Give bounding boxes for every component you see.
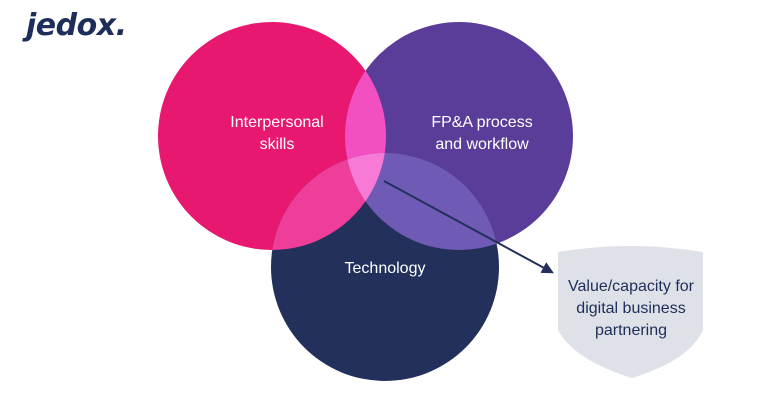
outcome-shield-shape xyxy=(558,246,703,378)
outcome-arrow-line xyxy=(383,180,547,270)
interpersonal-skills-label: Interpersonal skills xyxy=(230,114,324,153)
outcome-label: Value/capacity for digital business part… xyxy=(568,278,694,339)
fpa-process-label: FP&A process and workflow xyxy=(431,114,533,153)
overlap-fpa-technology xyxy=(345,153,499,250)
jedox-logo: jedox. xyxy=(26,8,127,43)
technology-label: Technology xyxy=(344,260,426,277)
overlap-interpersonal-technology xyxy=(271,153,386,250)
outcome-arrow-head xyxy=(540,262,554,274)
